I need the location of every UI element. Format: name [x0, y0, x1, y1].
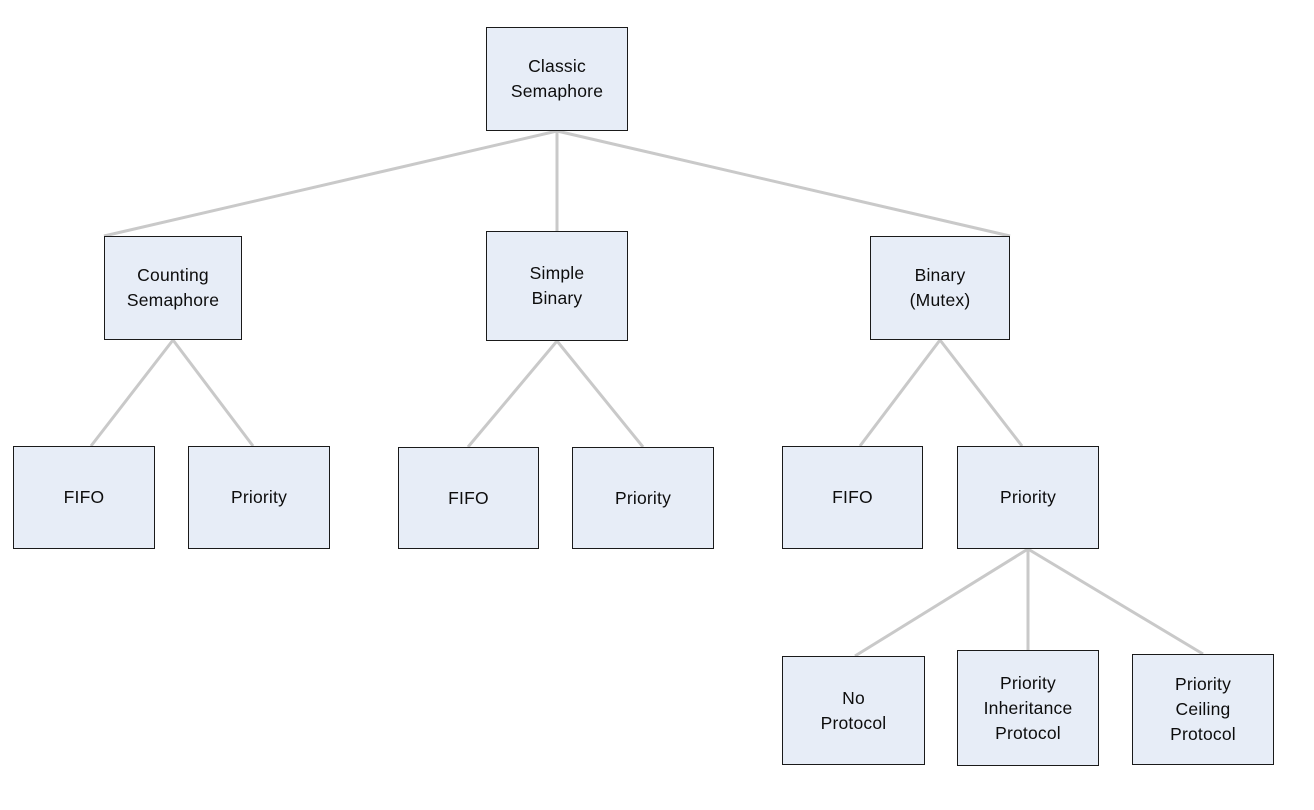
node-label-s_fifo: FIFO [448, 487, 489, 508]
node-label-counting: Counting Semaphore [126, 265, 220, 310]
edge-counting-to-c_fifo [89, 339, 175, 447]
node-no_proto[interactable]: No Protocol [782, 656, 925, 765]
node-label-mutex: Binary (Mutex) [909, 265, 971, 310]
edge-m_prio-to-no_proto [854, 547, 1029, 658]
node-s_fifo[interactable]: FIFO [398, 447, 539, 549]
node-label-c_prio: Priority [230, 487, 288, 507]
node-label-pip: Priority Inheritance Protocol [983, 672, 1073, 743]
node-classic[interactable]: Classic Semaphore [486, 27, 628, 131]
node-pip[interactable]: Priority Inheritance Protocol [957, 650, 1099, 766]
edge-simple-to-s_fifo [466, 340, 559, 448]
node-c_fifo[interactable]: FIFO [13, 446, 155, 549]
node-counting[interactable]: Counting Semaphore [104, 236, 242, 340]
edge-classic-to-counting [103, 129, 558, 238]
node-label-m_fifo: FIFO [832, 487, 873, 507]
node-label-simple: Simple Binary [529, 263, 585, 308]
node-label-m_prio: Priority [999, 487, 1057, 507]
node-c_prio[interactable]: Priority [188, 446, 330, 549]
node-label-classic: Classic Semaphore [510, 56, 604, 101]
node-mutex[interactable]: Binary (Mutex) [870, 236, 1010, 340]
node-label-pcp: Priority Ceiling Protocol [1170, 674, 1236, 744]
node-s_prio[interactable]: Priority [572, 447, 714, 549]
node-pcp[interactable]: Priority Ceiling Protocol [1132, 654, 1274, 765]
node-label-s_prio: Priority [614, 487, 672, 508]
node-label-no_proto: No Protocol [820, 687, 887, 733]
edge-mutex-to-m_prio [938, 339, 1024, 447]
edge-mutex-to-m_fifo [858, 339, 942, 447]
node-m_prio[interactable]: Priority [957, 446, 1099, 549]
edge-m_prio-to-pcp [1027, 547, 1204, 656]
edge-simple-to-s_prio [555, 340, 645, 448]
node-m_fifo[interactable]: FIFO [782, 446, 923, 549]
node-simple[interactable]: Simple Binary [486, 231, 628, 341]
edge-counting-to-c_prio [171, 339, 255, 447]
node-label-c_fifo: FIFO [63, 487, 105, 507]
edge-classic-to-mutex [556, 129, 1011, 238]
